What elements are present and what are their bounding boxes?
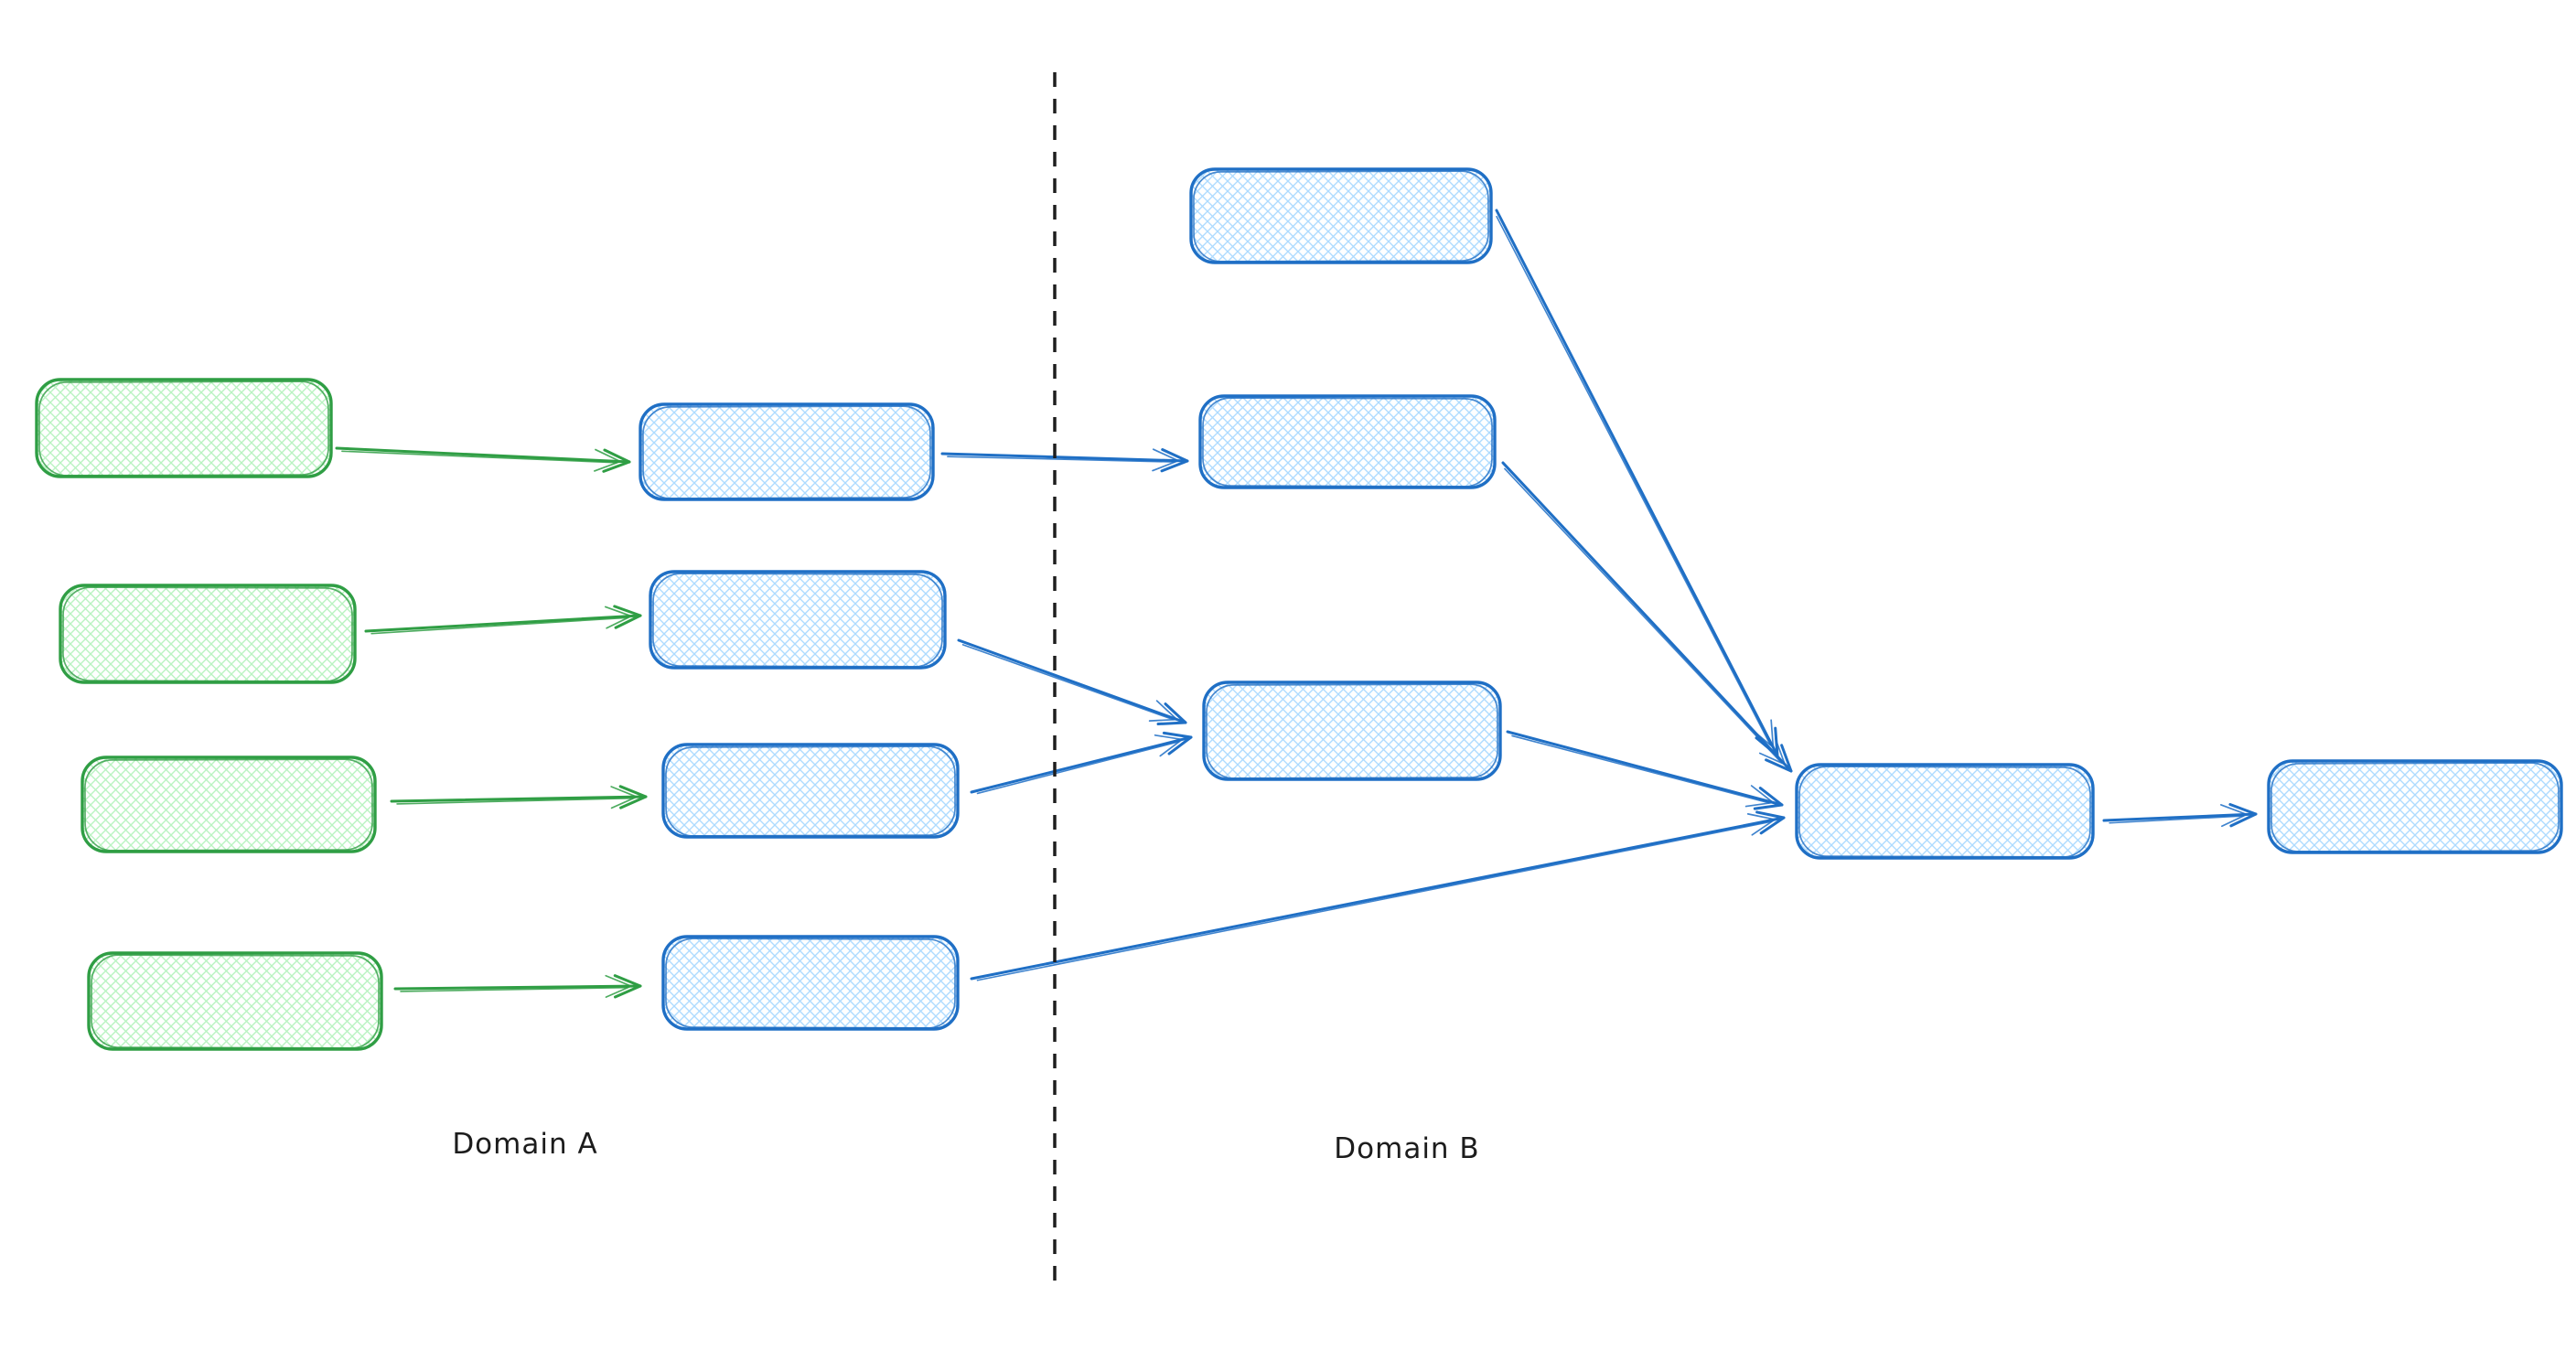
edge-a2-to-b3[interactable] [957,638,1187,726]
edge-a1-to-b2[interactable] [940,447,1189,473]
source-node-1[interactable] [35,378,333,478]
domain-a-node-2[interactable] [649,570,947,670]
domain-a-label: Domain A [452,1128,597,1161]
edge-source3-to-a3[interactable] [390,785,648,809]
merge-node[interactable] [1795,763,2095,860]
edges-layer [335,209,2258,999]
nodes-layer [35,167,2563,1051]
edge-source4-to-a4[interactable] [393,974,642,999]
domain-a-node-4[interactable] [661,935,960,1031]
edge-a3-to-b3[interactable] [970,731,1193,795]
edge-a4-to-merge[interactable] [970,810,1786,981]
source-node-3[interactable] [80,756,377,853]
source-node-4[interactable] [87,951,383,1051]
edge-source1-to-a1[interactable] [335,446,631,473]
source-node-2[interactable] [59,584,357,684]
edge-b3-to-merge[interactable] [1506,730,1784,810]
output-node[interactable] [2267,759,2563,854]
edge-source2-to-a2[interactable] [364,605,642,635]
domain-b-node-1[interactable] [1189,167,1493,264]
domain-b-node-2[interactable] [1198,394,1497,489]
domain-a-node-3[interactable] [661,743,960,839]
domain-a-node-1[interactable] [639,402,935,501]
edge-b2-to-merge[interactable] [1501,461,1793,773]
domain-b-label: Domain B [1334,1132,1479,1165]
domain-b-node-3[interactable] [1202,681,1502,781]
edge-b1-to-merge[interactable] [1495,209,1779,757]
edge-merge-to-output[interactable] [2102,802,2258,828]
